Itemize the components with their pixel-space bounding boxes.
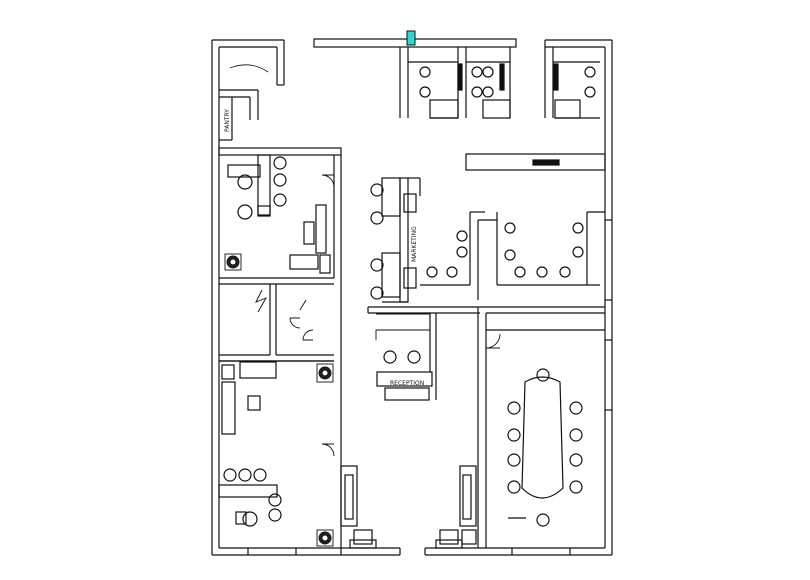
conference-room — [507, 368, 583, 527]
plant-icon — [316, 529, 334, 547]
marketing-label: MARKETING — [411, 226, 418, 262]
lounge-area — [340, 465, 477, 549]
pantry-label: PANTRY — [224, 109, 231, 132]
storage-rooms — [219, 284, 334, 362]
cyan-marker — [406, 30, 416, 46]
plant-icon — [316, 363, 334, 383]
exterior-walls — [211, 38, 613, 556]
counter — [465, 153, 606, 171]
reception-area: RECEPTION — [375, 313, 501, 401]
top-workstations — [399, 47, 600, 119]
reception-label: RECEPTION — [390, 380, 424, 387]
cabin-2 — [218, 360, 335, 527]
plant-icon — [224, 253, 242, 271]
pantry-room: PANTRY — [219, 64, 269, 141]
marketing-area: MARKETING — [370, 177, 605, 303]
cabin-1 — [218, 147, 342, 555]
divider-wall — [367, 306, 605, 548]
